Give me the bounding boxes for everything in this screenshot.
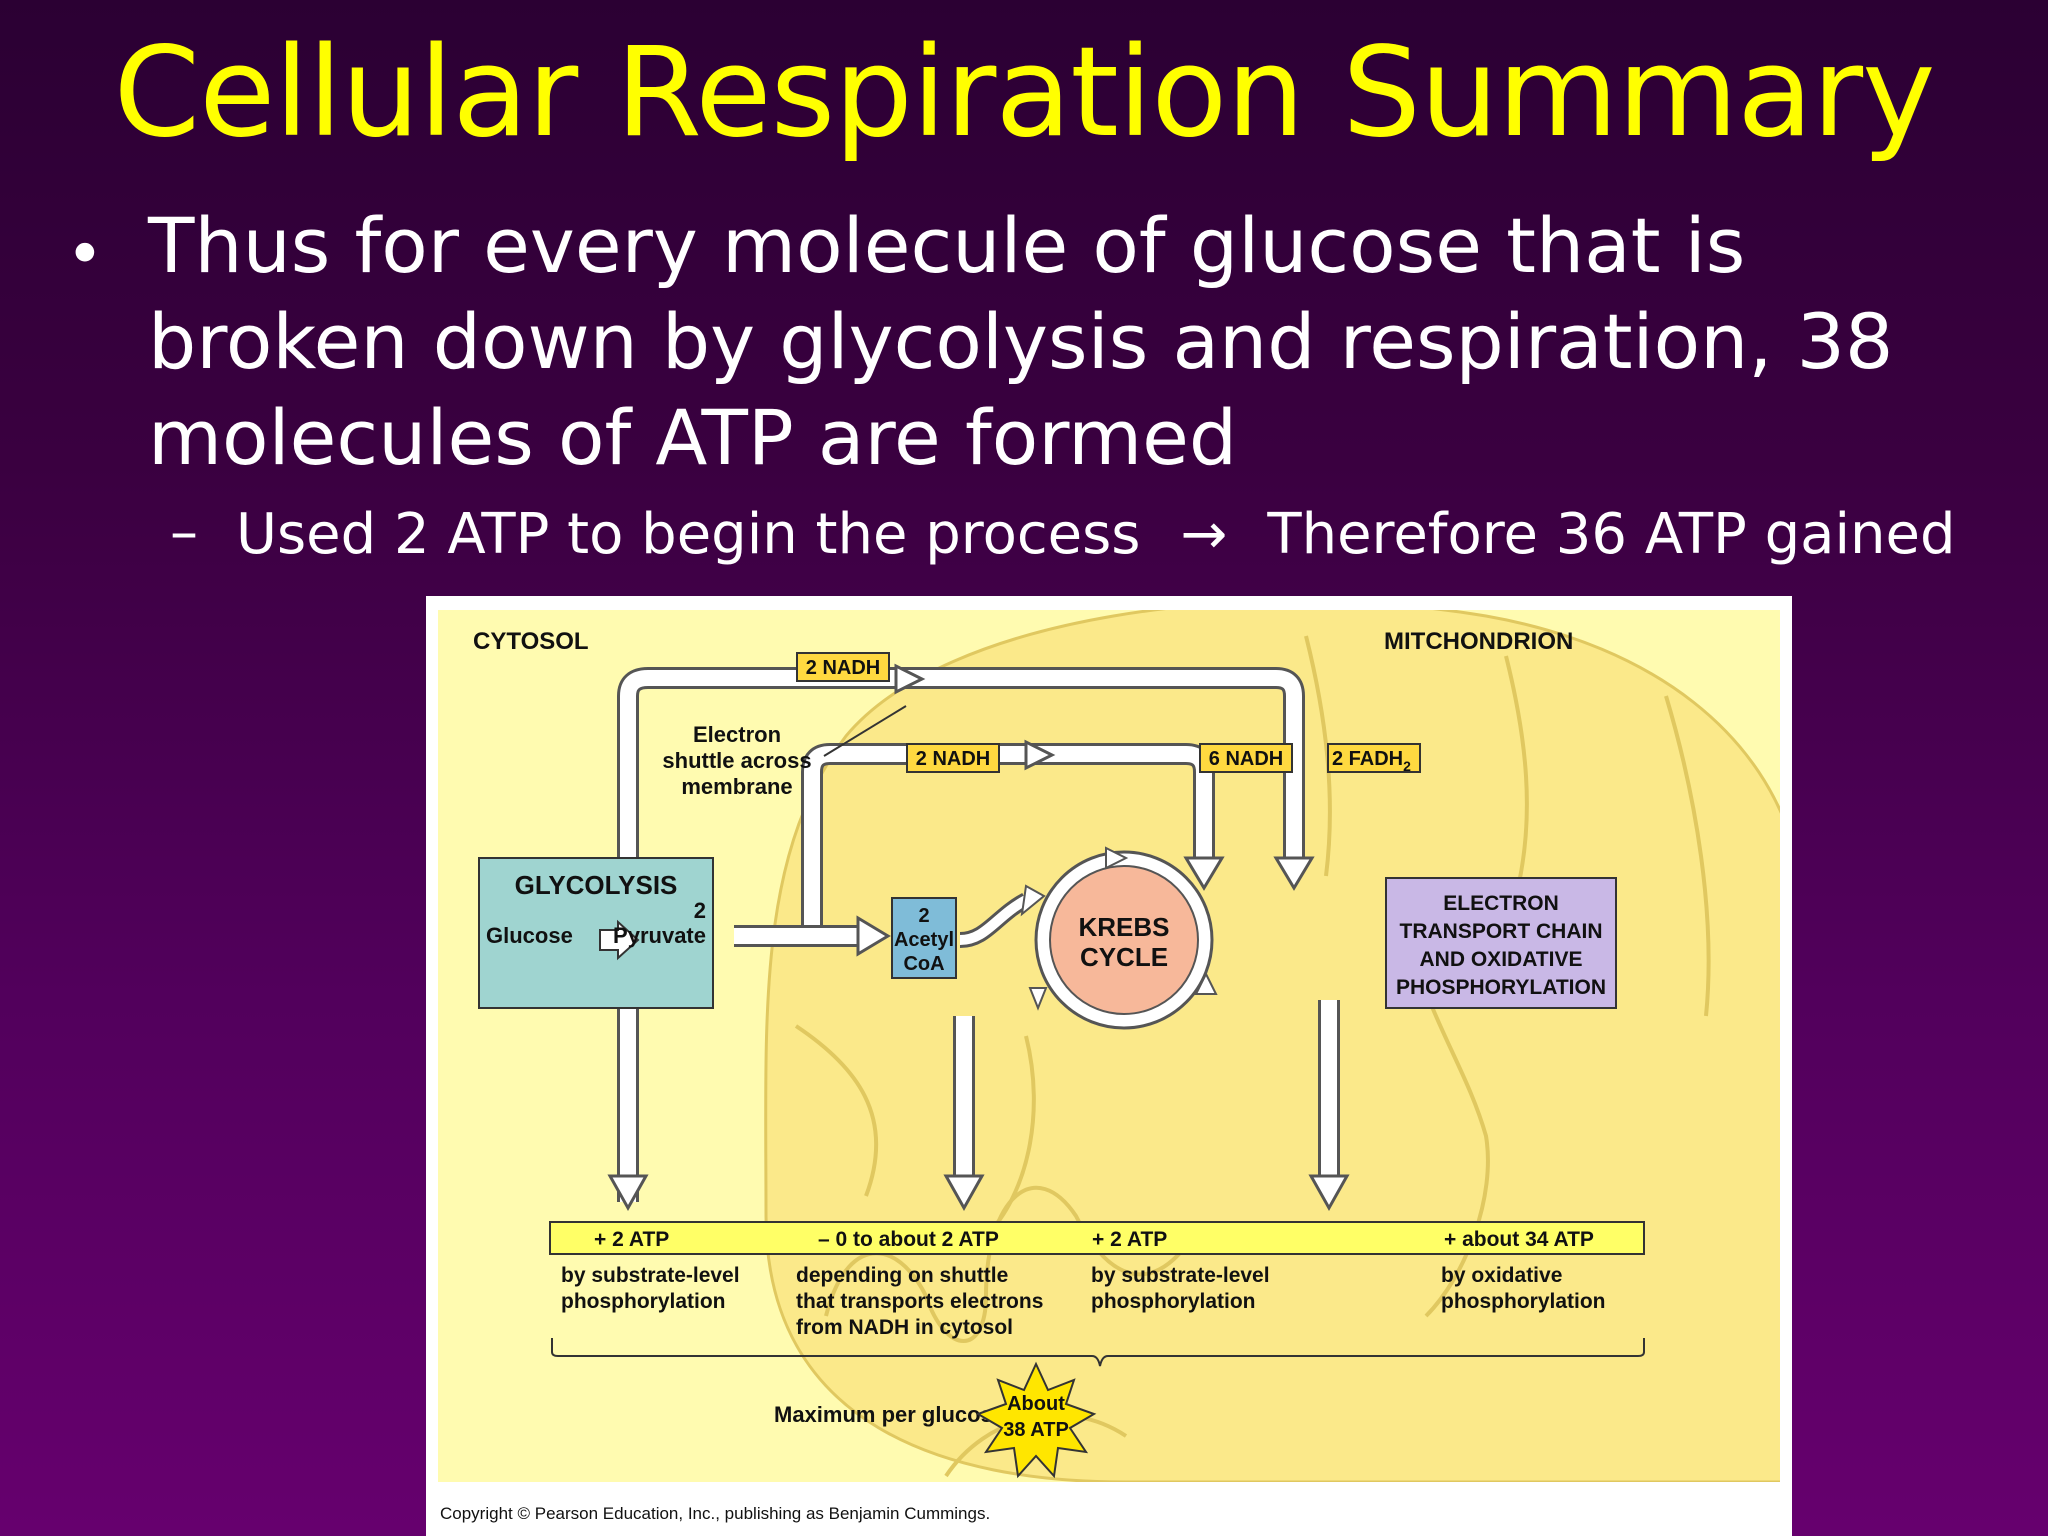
sub-bullet-marker: – <box>170 500 198 565</box>
etc-label-2: TRANSPORT CHAIN <box>1400 920 1603 943</box>
atp-burst-icon <box>975 1361 1097 1479</box>
respiration-diagram: CYTOSOL MITCHONDRION 2 NADH <box>426 596 1792 1536</box>
desc-krebs-2: phosphorylation <box>1091 1290 1256 1313</box>
burst-text-1: About <box>1007 1393 1065 1415</box>
diagram-svg: CYTOSOL MITCHONDRION 2 NADH <box>438 610 1780 1523</box>
glycolysis-label: GLYCOLYSIS <box>515 870 678 900</box>
fadh-krebs-label: 2 FADH2 <box>1332 748 1411 774</box>
slide-title: Cellular Respiration Summary <box>113 21 1936 165</box>
desc-oxidative-2: phosphorylation <box>1441 1290 1606 1313</box>
glucose-arrow-icon <box>599 919 640 961</box>
atp-shuttle: – 0 to about 2 ATP <box>818 1228 999 1251</box>
copyright-text: Copyright © Pearson Education, Inc., pub… <box>440 1504 990 1523</box>
atp-krebs: + 2 ATP <box>1092 1228 1167 1251</box>
sub-bullet: Used 2 ATP to begin the process → Therefor… <box>236 500 1956 570</box>
desc-shuttle-3: from NADH in cytosol <box>796 1316 1013 1339</box>
acetyl-count: 2 <box>918 905 929 927</box>
acetyl-label: Acetyl <box>894 929 954 951</box>
nadh-krebs-label: 6 NADH <box>1209 748 1283 770</box>
krebs-label-1: KREBS <box>1078 912 1169 942</box>
desc-oxidative-1: by oxidative <box>1441 1264 1562 1287</box>
right-arrow-icon: → <box>1180 502 1228 567</box>
desc-shuttle-2: that transports electrons <box>796 1290 1043 1313</box>
pyruvate-count: 2 <box>694 898 706 923</box>
nadh-acetyl-label: 2 NADH <box>916 748 990 770</box>
etc-label-4: PHOSPHORYLATION <box>1396 976 1606 999</box>
sub-bullet-right: Therefore 36 ATP gained <box>1267 502 1956 567</box>
etc-label-3: AND OXIDATIVE <box>1420 948 1583 971</box>
bullet-marker: • <box>66 218 104 292</box>
krebs-cycle <box>959 846 1218 1030</box>
etc-label-1: ELECTRON <box>1443 892 1559 915</box>
acetyl-coa-box <box>891 897 957 979</box>
mitochondrion-shape <box>764 610 1780 1482</box>
shuttle-text-line-1: Electron <box>693 722 781 747</box>
max-per-glucose-label: Maximum per glucose: <box>774 1402 1012 1427</box>
atp-glycolysis: + 2 ATP <box>594 1228 669 1251</box>
nadh-shuttle-label: 2 NADH <box>806 657 880 679</box>
main-bullet-text: Thus for every molecule of glucose that … <box>148 201 1894 482</box>
sub-bullet-left: Used 2 ATP to begin the process <box>236 502 1141 567</box>
shuttle-text-line-3: membrane <box>681 774 792 799</box>
shuttle-text-line-2: shuttle across <box>662 748 811 773</box>
krebs-label-2: CYCLE <box>1080 942 1168 972</box>
cytosol-label: CYTOSOL <box>473 628 589 655</box>
pyruvate-label: Pyruvate <box>613 923 706 948</box>
glucose-label: Glucose <box>486 923 573 948</box>
atp-bar <box>549 1221 1645 1255</box>
mitochondrion-label: MITCHONDRION <box>1384 628 1573 655</box>
burst-text-2: 38 ATP <box>1003 1419 1069 1441</box>
desc-glycolysis-2: phosphorylation <box>561 1290 726 1313</box>
coa-label: CoA <box>903 953 944 975</box>
atp-oxidative: + about 34 ATP <box>1444 1228 1594 1251</box>
desc-shuttle-1: depending on shuttle <box>796 1264 1008 1287</box>
flow-arrows <box>617 667 1340 1202</box>
arrowheads <box>607 663 1350 1212</box>
shuttle-pointer <box>823 705 907 757</box>
etc-box <box>1385 877 1617 1009</box>
summary-brace <box>551 1338 1645 1367</box>
desc-glycolysis-1: by substrate-level <box>561 1264 740 1287</box>
desc-krebs-1: by substrate-level <box>1091 1264 1270 1287</box>
nadh-labels: 2 NADH 2 NADH 6 NADH 2 FADH2 <box>796 652 1421 774</box>
glycolysis-box <box>478 857 714 1009</box>
